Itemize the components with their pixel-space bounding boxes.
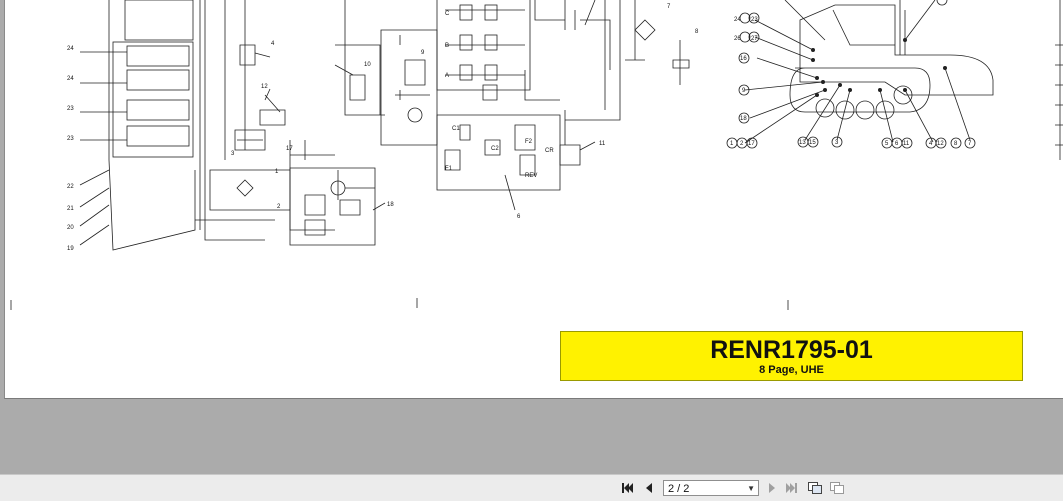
pdf-page: 24 24 23 23 22 21 20 19 1 2 3 4 6 7 8 9 … — [4, 0, 1063, 399]
valve-label-cr: CR — [545, 148, 554, 154]
machine-callout-5: 5 — [885, 141, 889, 147]
component-label-10: 10 — [364, 62, 371, 68]
pdf-navigation-toolbar: 2 / 2 ▼ — [0, 474, 1063, 501]
callout-19: 19 — [67, 246, 74, 252]
previous-page-icon[interactable] — [642, 481, 656, 495]
machine-callout-11: 11 — [903, 141, 910, 147]
machine-callout-4: 4 — [929, 141, 933, 147]
component-label-18: 18 — [387, 202, 394, 208]
valve-label-f2: F2 — [525, 139, 533, 145]
valve-label-b: B — [445, 43, 449, 49]
callout-20: 20 — [67, 225, 74, 231]
first-page-icon[interactable] — [621, 481, 635, 495]
copy-page-icon[interactable] — [808, 481, 822, 495]
valve-label-c1: C1 — [452, 126, 460, 132]
document-title-block: RENR1795-01 8 Page, UHE — [560, 331, 1023, 381]
last-page-icon[interactable] — [785, 481, 799, 495]
component-label-7: 7 — [667, 4, 671, 10]
machine-callout-13: 13 — [799, 140, 806, 146]
machine-callout-2: 2 — [740, 141, 744, 147]
machine-callout-16: 16 — [740, 56, 747, 62]
callout-24a: 24 — [67, 46, 74, 52]
component-label-9: 9 — [421, 50, 425, 56]
chevron-down-icon: ▼ — [747, 484, 755, 493]
valve-label-f1: F1 — [445, 166, 453, 172]
component-label-1: 1 — [275, 169, 279, 175]
hydraulic-schematic-diagram: 24 24 23 23 22 21 20 19 1 2 3 4 6 7 8 9 … — [10, 0, 1063, 310]
callout-21: 21 — [67, 206, 74, 212]
document-subtitle: 8 Page, UHE — [759, 364, 824, 376]
document-viewer: 24 24 23 23 22 21 20 19 1 2 3 4 6 7 8 9 … — [4, 0, 1063, 399]
document-id: RENR1795-01 — [710, 336, 873, 364]
page-number-value: 2 / 2 — [668, 483, 690, 495]
machine-callout-12: 12 — [937, 141, 944, 147]
callout-24b: 24 — [67, 76, 74, 82]
machine-callout-26: 26 — [734, 36, 741, 42]
valve-label-c2: C2 — [491, 146, 499, 152]
machine-callout-6: 6 — [895, 141, 899, 147]
machine-callout-7: 7 — [968, 141, 972, 147]
machine-callout-9: 9 — [742, 88, 746, 94]
machine-callout-23: 23 — [751, 17, 758, 23]
valve-label-a: A — [445, 73, 449, 79]
callout-23a: 23 — [67, 106, 74, 112]
machine-callout-15: 15 — [809, 140, 816, 146]
single-page-view-icon[interactable] — [830, 481, 844, 495]
valve-label-rev: REV — [525, 173, 537, 179]
component-label-8: 8 — [695, 29, 699, 35]
component-label-4: 4 — [271, 41, 275, 47]
page-number-select[interactable]: 2 / 2 ▼ — [663, 480, 759, 496]
machine-callout-3: 3 — [835, 140, 839, 146]
component-label-6: 6 — [517, 214, 521, 220]
component-label-12: 12 — [261, 84, 268, 90]
valve-label-c: C — [445, 11, 450, 17]
next-page-icon[interactable] — [765, 481, 779, 495]
machine-callout-24: 24 — [734, 17, 741, 23]
component-label-3: 3 — [231, 151, 235, 157]
machine-callout-1: 1 — [730, 141, 734, 147]
machine-callout-18: 18 — [740, 116, 747, 122]
machine-callout-8: 8 — [954, 141, 958, 147]
component-label-11: 11 — [599, 141, 606, 147]
machine-callout-17: 17 — [748, 141, 755, 147]
callout-23b: 23 — [67, 136, 74, 142]
machine-callout-27: 27 — [751, 36, 758, 42]
component-label-17: 17 — [286, 146, 293, 152]
component-label-2: 2 — [277, 204, 281, 210]
callout-22: 22 — [67, 184, 74, 190]
